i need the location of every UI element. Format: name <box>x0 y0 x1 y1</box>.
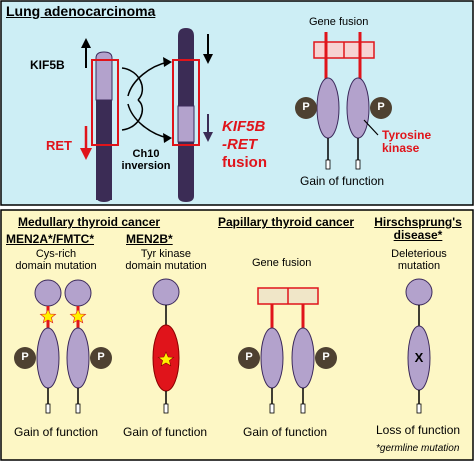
mutation-star-icon <box>69 308 87 324</box>
title-lung-adenocarcinoma: Lung adenocarcinoma <box>6 3 156 19</box>
gain-of-function-men2b: Gain of function <box>123 425 208 439</box>
kif5b-up-arrow <box>81 38 91 68</box>
gain-of-function-men2a: Gain of function <box>14 425 99 439</box>
loss-x-mark: X <box>414 350 424 365</box>
hirschsprung-title: Hirschsprung's disease* <box>374 215 462 242</box>
inversion-arrowhead-top <box>163 57 172 67</box>
p-label: P <box>21 351 29 363</box>
kif5b-down-arrow <box>203 34 213 64</box>
top-panel <box>0 0 474 206</box>
phospho-p-papillary-right <box>315 347 337 369</box>
gene-fusion-label-top: Gene fusion <box>309 16 369 28</box>
tyrosine-kinase-label: Tyrosine kinase <box>382 128 432 155</box>
papillary-thyroid-title: Papillary thyroid cancer <box>218 215 355 229</box>
fusion-receptor-dimer <box>313 32 375 170</box>
cys-rich-mutation-label: Cys-rich domain mutation <box>15 248 97 272</box>
hirschsprung-receptor <box>405 278 433 414</box>
phospho-p-papillary-left <box>238 347 260 369</box>
ch10-inversion-label: Ch10 inversion <box>121 148 171 172</box>
gain-of-function-top: Gain of function <box>300 174 385 188</box>
mutation-star-icon <box>39 308 57 324</box>
loss-of-function-label: Loss of function <box>376 423 461 437</box>
p-label: P <box>302 101 310 113</box>
medullary-thyroid-title: Medullary thyroid cancer <box>18 215 161 229</box>
chromosome-after <box>177 28 195 202</box>
ret-label: RET <box>46 138 72 153</box>
deleterious-mutation-label: Deleterious mutation <box>391 248 447 272</box>
gain-of-function-papillary: Gain of function <box>243 425 328 439</box>
kif5b-ret-fusion-label: KIF5B -RET fusion <box>222 118 267 171</box>
kif5b-ret-region-box-left <box>91 59 119 146</box>
phospho-p-left-top <box>295 97 317 119</box>
men2b-label: MEN2B* <box>126 232 173 246</box>
gene-fusion-label-bottom: Gene fusion <box>252 257 312 269</box>
men2a-fmtc-label: MEN2A*/FMTC* <box>6 232 95 246</box>
ret-down-arrow-right <box>203 114 213 142</box>
p-label: P <box>245 351 253 363</box>
tyr-kinase-mutation-label: Tyr kinase domain mutation <box>125 248 207 272</box>
inversion-arrowhead-bottom <box>163 133 172 143</box>
tyrosine-kinase-pointer <box>363 119 379 136</box>
ret-down-arrow <box>80 126 92 160</box>
mutation-star-icon <box>157 351 175 367</box>
p-label: P <box>97 351 105 363</box>
p-label: P <box>322 351 330 363</box>
papillary-fusion-dimer <box>257 287 319 414</box>
phospho-p-men2a-right <box>90 347 112 369</box>
phospho-p-men2a-left <box>14 347 36 369</box>
kif5b-ret-region-box-right <box>172 59 200 146</box>
germline-footnote: *germline mutation <box>376 443 460 454</box>
kif5b-label: KIF5B <box>30 58 65 72</box>
chromosome-before <box>95 51 113 202</box>
phospho-p-right-top <box>370 97 392 119</box>
p-label: P <box>377 101 385 113</box>
